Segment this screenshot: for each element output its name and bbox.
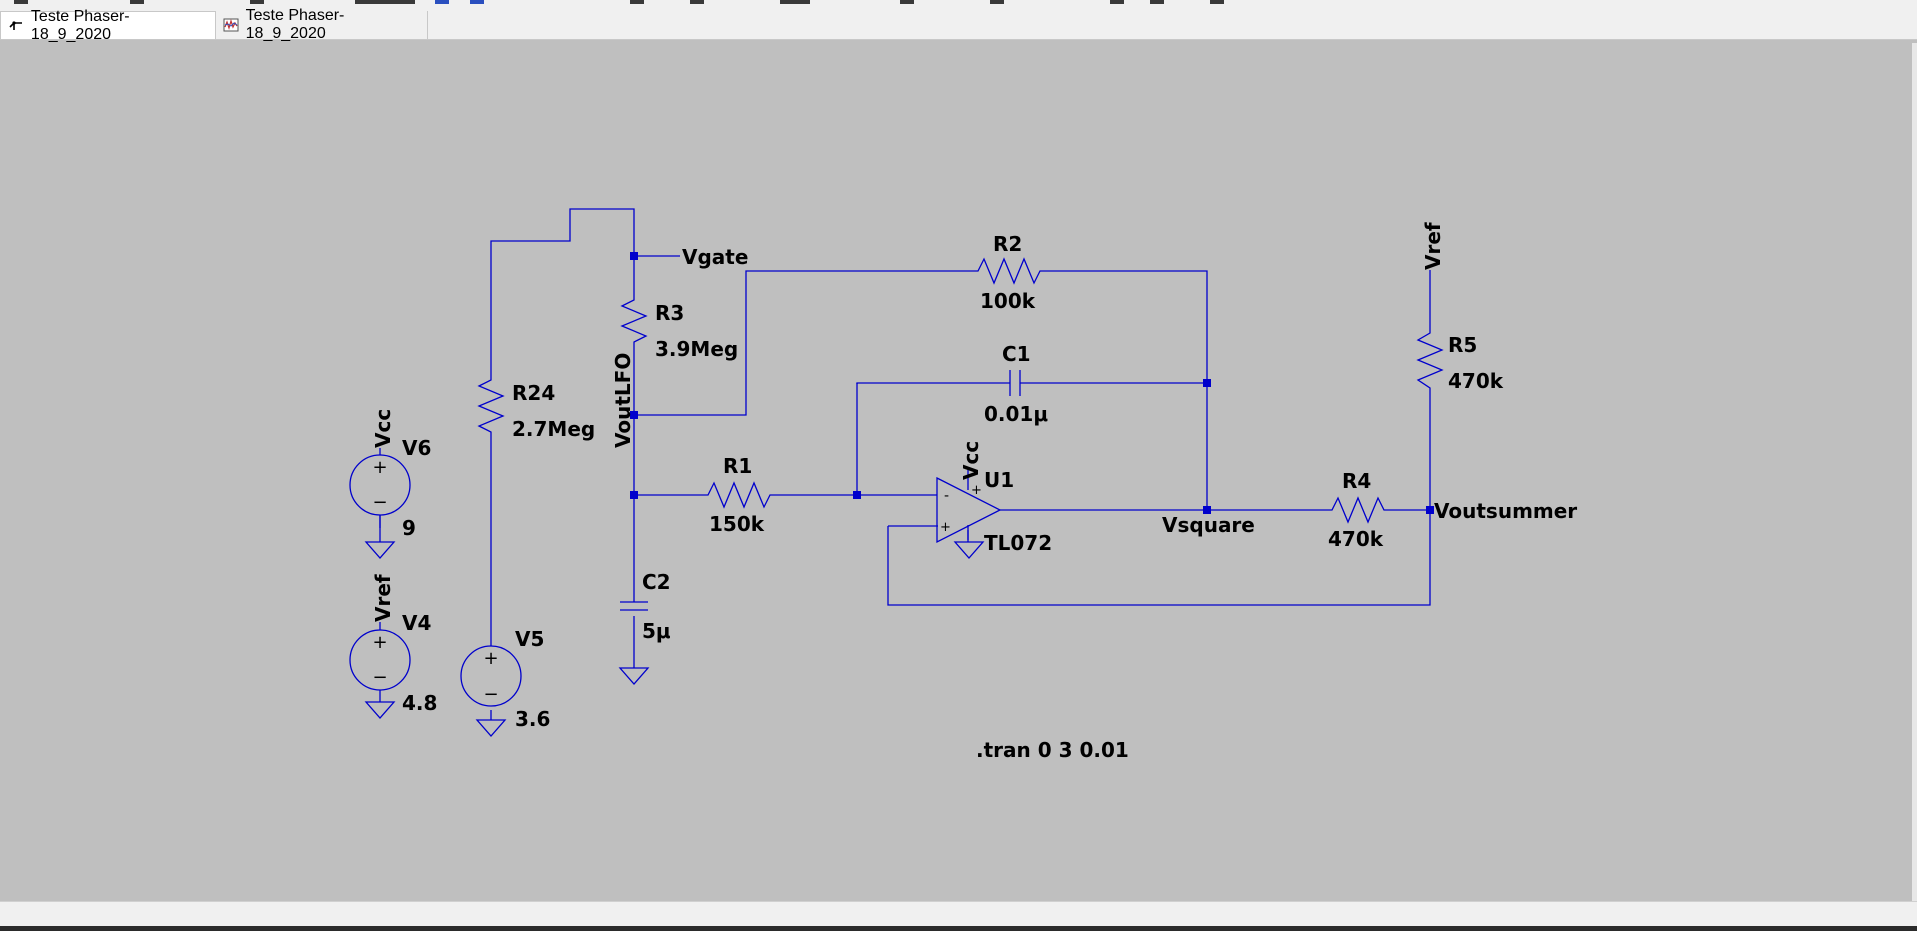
c1-ref[interactable]: C1 xyxy=(1002,342,1031,366)
toolbar-button[interactable] xyxy=(780,0,810,4)
toolbar-button[interactable] xyxy=(690,0,704,4)
opamp-vcc-pin: + xyxy=(971,483,982,498)
u1-value[interactable]: TL072 xyxy=(984,531,1052,555)
tab-waveform[interactable]: Teste Phaser-18_9_2020 xyxy=(216,7,428,42)
net-label-vcc-u1[interactable]: Vcc xyxy=(959,441,983,480)
schematic-canvas[interactable]: + − + − + − - + + Vgate VoutLFO Vsquare … xyxy=(0,43,1917,901)
right-scroll-edge xyxy=(1912,43,1917,901)
v6-plus-sign: + xyxy=(372,457,387,478)
document-tab-bar: Teste Phaser-18_9_2020 Teste Phaser-18_9… xyxy=(0,7,1917,43)
net-label-voutlfo[interactable]: VoutLFO xyxy=(611,353,635,448)
c2-ref[interactable]: C2 xyxy=(642,570,671,594)
toolbar-button[interactable] xyxy=(1110,0,1124,4)
junctions xyxy=(630,252,1434,514)
net-label-vref-v4[interactable]: Vref xyxy=(371,574,395,622)
r24-value[interactable]: 2.7Meg xyxy=(512,417,595,441)
r2-symbol[interactable] xyxy=(968,257,1046,285)
r3-symbol[interactable] xyxy=(620,288,648,352)
opamp-minus-pin: - xyxy=(944,488,949,504)
r1-value[interactable]: 150k xyxy=(709,512,765,536)
waveform-icon xyxy=(222,16,240,34)
v4-ref[interactable]: V4 xyxy=(402,611,431,635)
c1-symbol[interactable] xyxy=(1009,370,1021,396)
r2-value[interactable]: 100k xyxy=(980,289,1036,313)
opamp-u1-symbol[interactable] xyxy=(936,476,1002,559)
r5-symbol[interactable] xyxy=(1416,325,1444,395)
v5-ref[interactable]: V5 xyxy=(515,627,544,651)
r4-symbol[interactable] xyxy=(1325,496,1386,524)
taskbar-edge xyxy=(0,926,1917,931)
v5-value[interactable]: 3.6 xyxy=(515,707,550,731)
r4-value[interactable]: 470k xyxy=(1328,527,1384,551)
r3-ref[interactable]: R3 xyxy=(655,301,684,325)
net-label-vcc-v6[interactable]: Vcc xyxy=(371,409,395,448)
toolbar-button[interactable] xyxy=(470,0,484,4)
tab-schematic[interactable]: Teste Phaser-18_9_2020 xyxy=(0,8,216,43)
r1-symbol[interactable] xyxy=(700,481,772,509)
r3-value[interactable]: 3.9Meg xyxy=(655,337,738,361)
v5-source-symbol[interactable] xyxy=(460,645,522,737)
r1-ref[interactable]: R1 xyxy=(723,454,752,478)
tab-label: Teste Phaser-18_9_2020 xyxy=(245,7,345,42)
spice-directive[interactable]: .tran 0 3 0.01 xyxy=(976,738,1129,762)
toolbar-button[interactable] xyxy=(990,0,1004,4)
v4-minus-sign: − xyxy=(372,667,387,688)
net-label-vgate[interactable]: Vgate xyxy=(682,245,748,269)
toolbar-button[interactable] xyxy=(14,0,28,4)
c2-symbol[interactable] xyxy=(620,601,648,611)
v6-value[interactable]: 9 xyxy=(402,516,416,540)
toolbar-button[interactable] xyxy=(1150,0,1164,4)
ground-symbol xyxy=(618,667,650,685)
v4-source-symbol[interactable] xyxy=(349,629,411,719)
v4-value[interactable]: 4.8 xyxy=(402,691,437,715)
v6-ref[interactable]: V6 xyxy=(402,436,431,460)
net-label-vref-r5[interactable]: Vref xyxy=(1421,222,1445,270)
v5-plus-sign: + xyxy=(483,648,498,669)
net-label-voutsummer[interactable]: Voutsummer xyxy=(1434,499,1577,523)
toolbar-button[interactable] xyxy=(630,0,644,4)
r24-ref[interactable]: R24 xyxy=(512,381,555,405)
r5-value[interactable]: 470k xyxy=(1448,369,1504,393)
v6-source-symbol[interactable] xyxy=(349,454,411,559)
toolbar-button[interactable] xyxy=(250,0,264,4)
tab-label: Teste Phaser-18_9_2020 xyxy=(30,7,130,43)
c2-value[interactable]: 5μ xyxy=(642,619,671,643)
opamp-plus-pin: + xyxy=(940,520,951,535)
r4-ref[interactable]: R4 xyxy=(1342,469,1371,493)
toolbar-button[interactable] xyxy=(900,0,914,4)
r24-symbol[interactable] xyxy=(477,370,505,442)
v5-minus-sign: − xyxy=(483,684,498,705)
v4-plus-sign: + xyxy=(372,632,387,653)
r5-ref[interactable]: R5 xyxy=(1448,333,1477,357)
v6-minus-sign: − xyxy=(372,492,387,513)
toolbar-button[interactable] xyxy=(355,0,415,4)
c1-value[interactable]: 0.01μ xyxy=(984,402,1048,426)
toolbar-button[interactable] xyxy=(130,0,144,4)
net-label-vsquare[interactable]: Vsquare xyxy=(1162,513,1255,537)
toolbar-button[interactable] xyxy=(435,0,449,4)
toolbar-button[interactable] xyxy=(1210,0,1224,4)
r2-ref[interactable]: R2 xyxy=(993,232,1022,256)
u1-ref[interactable]: U1 xyxy=(984,468,1014,492)
schematic-drawing: + − + − + − - + + Vgate VoutLFO Vsquare … xyxy=(349,208,1577,762)
schematic-icon xyxy=(7,17,25,35)
